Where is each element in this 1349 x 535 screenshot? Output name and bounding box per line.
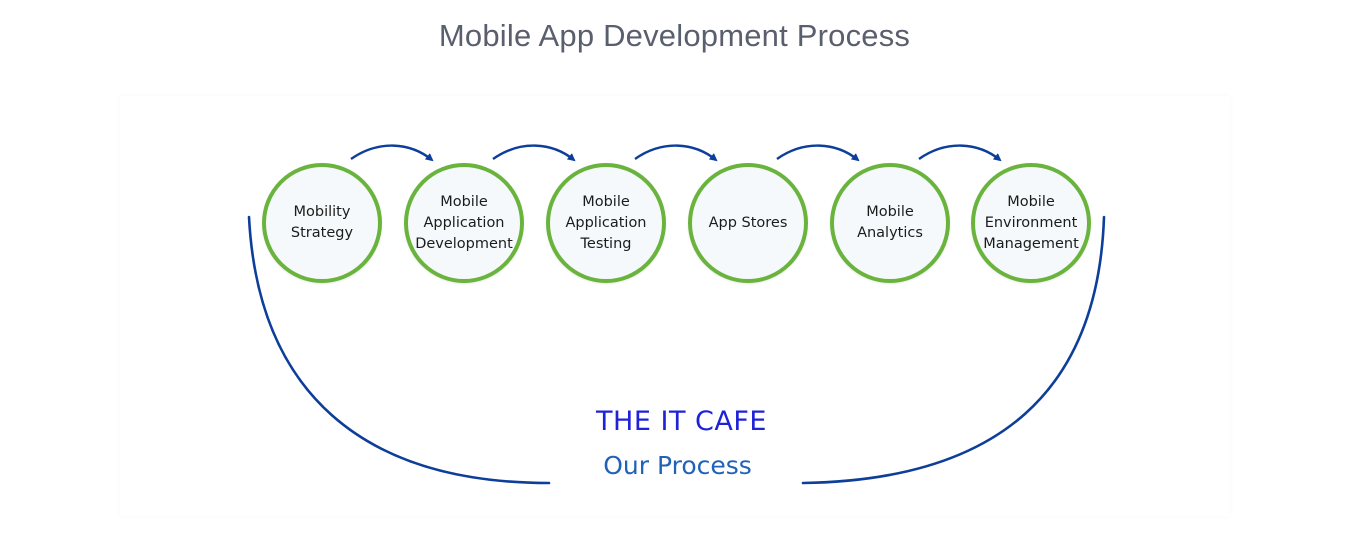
step-label: Mobile Analytics [857,204,923,241]
step-label: Mobile Application Testing [565,193,647,252]
step-arrow-2 [492,144,576,162]
step-app-stores: App Stores [688,163,808,283]
step-arrow-4 [776,144,860,162]
brand-name: THE IT CAFE [596,406,767,437]
step-mobile-environment-management: Mobile Environment Management [971,163,1091,283]
brand-tagline: Our Process [603,451,752,480]
step-mobile-application-development: Mobile Application Development [404,163,524,283]
step-mobility-strategy: Mobility Strategy [262,163,382,283]
step-label: Mobile Application Development [415,193,513,252]
return-arc-left [247,215,551,485]
step-label: Mobile Environment Management [983,193,1079,252]
step-arrow-1 [350,144,434,162]
step-label: App Stores [708,214,788,231]
step-arrow-3 [634,144,718,162]
step-mobile-analytics: Mobile Analytics [830,163,950,283]
step-mobile-application-testing: Mobile Application Testing [546,163,666,283]
step-label: Mobility Strategy [290,204,354,241]
page-title: Mobile App Development Process [438,18,911,53]
step-arrow-5 [918,144,1002,162]
return-arc-right [801,215,1106,485]
